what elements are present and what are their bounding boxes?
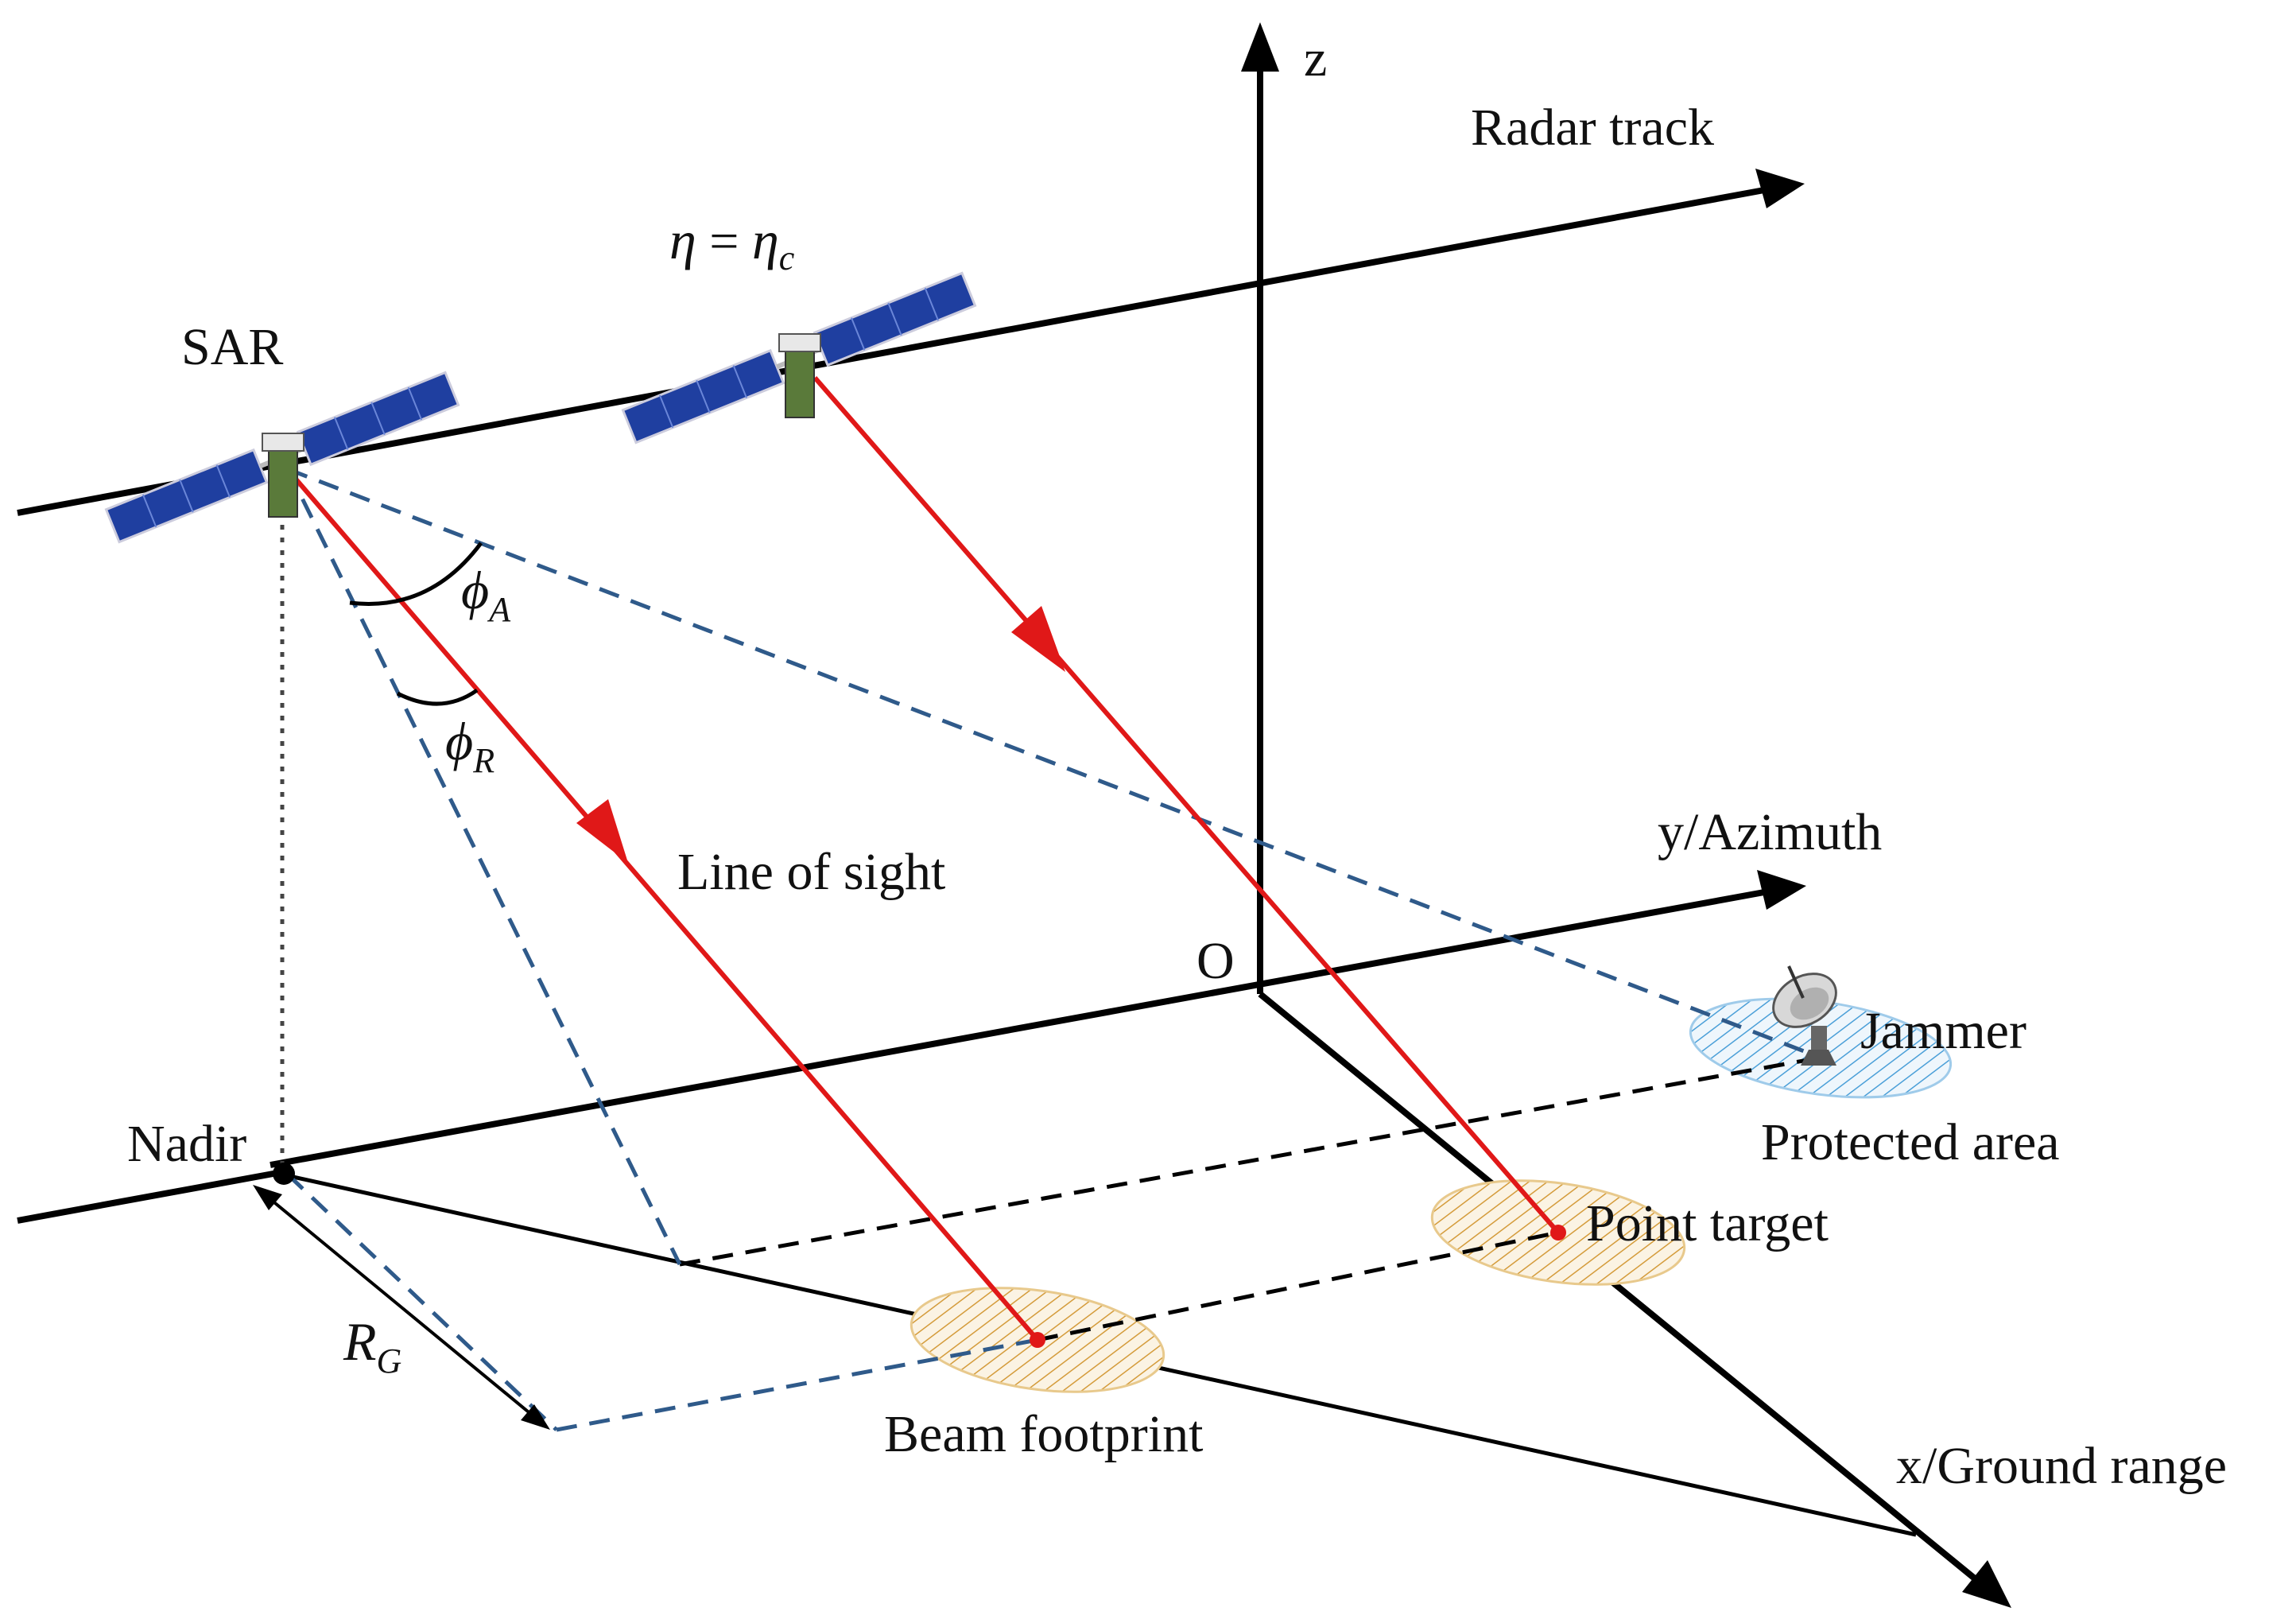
nadir-label: Nadir	[127, 1115, 246, 1173]
jammer-label: Jammer	[1860, 1002, 2026, 1060]
z-axis-label: z	[1304, 29, 1327, 87]
z-axis	[1241, 22, 1279, 994]
x-ground-range-axis	[1258, 991, 2011, 1608]
point-target-dot	[1550, 1225, 1566, 1241]
radar-track-label: Radar track	[1471, 99, 1714, 157]
rg-label: RG	[343, 1311, 401, 1380]
point-target-label: Point target	[1586, 1194, 1829, 1252]
nadir-track-line	[17, 1168, 287, 1224]
eta-c-satellite-icon	[621, 271, 977, 445]
line-of-sight-sar	[292, 476, 1040, 1341]
phi-a-arc	[349, 542, 483, 606]
phi-r-arc	[396, 688, 479, 706]
sar-satellite-icon	[104, 371, 460, 544]
y-azimuth-label: y/Azimuth	[1658, 803, 1882, 861]
origin-label: O	[1196, 932, 1235, 990]
phi-r-label: ϕR	[445, 711, 494, 780]
rg-measurement-arrow	[253, 1185, 550, 1430]
jammer-dish-icon	[1772, 965, 1837, 1066]
beam-footprint-dot	[1030, 1332, 1045, 1348]
phi-a-label: ϕA	[461, 560, 511, 629]
beam-footprint-label: Beam footprint	[884, 1405, 1203, 1463]
sar-label: SAR	[181, 318, 283, 376]
ground-dashed-line-upper	[679, 1055, 1821, 1267]
eta-equals-eta-c-label: η = ηc	[669, 210, 795, 278]
y-azimuth-axis	[270, 870, 1806, 1168]
line-of-sight-label: Line of sight	[677, 843, 945, 901]
x-ground-range-label: x/Ground range	[1896, 1437, 2227, 1495]
protected-area-label: Protected area	[1761, 1113, 2060, 1171]
ground-dashed-line-lower	[1037, 1230, 1559, 1342]
nadir-point	[273, 1163, 295, 1185]
line-of-sight-eta-c	[813, 376, 1561, 1234]
